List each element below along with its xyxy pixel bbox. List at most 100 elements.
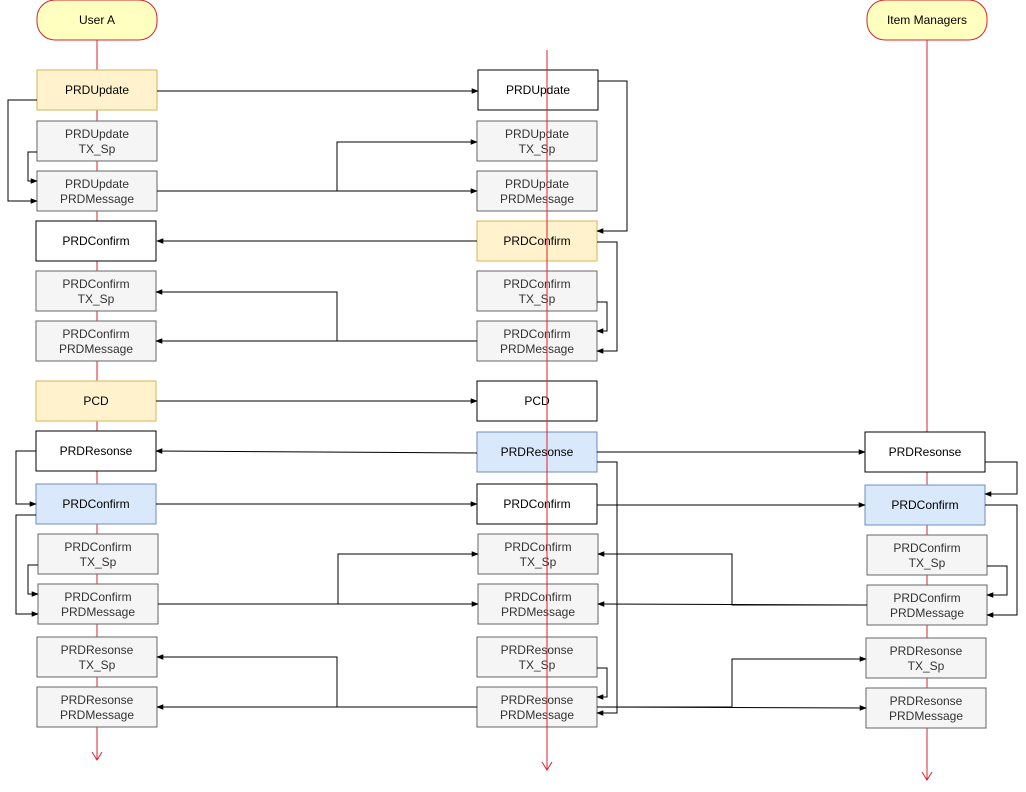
box-label: PCD	[524, 394, 550, 408]
lifeline-user-a-end-icon	[91, 751, 103, 761]
box-shape	[864, 431, 986, 473]
box-label: PRDMessage	[500, 708, 574, 722]
box-ua-prdconfirm2[interactable]: PRDConfirm	[35, 483, 157, 525]
box-label: PRDResonse	[890, 644, 963, 658]
box-ua-prdupdate[interactable]: PRDUpdate	[36, 69, 158, 111]
box-label: TX_Sp	[519, 658, 556, 672]
message-arrow-13	[155, 448, 478, 454]
box-label: PRDConfirm	[503, 497, 570, 511]
box-label: PRDUpdate	[505, 177, 569, 191]
box-shape	[35, 430, 157, 472]
box-mid-prdupdate[interactable]: PRDUpdate	[477, 69, 599, 111]
box-shape	[864, 484, 986, 526]
box-ua-pcd[interactable]: PCD	[35, 380, 157, 422]
box-shape	[866, 534, 988, 576]
box-mid-prdconfirm2[interactable]: PRDConfirm	[476, 483, 598, 525]
box-label: PRDConfirm	[503, 277, 570, 291]
actor-user-a[interactable]: User A	[36, 0, 158, 41]
message-arrow-20	[27, 564, 39, 597]
box-label: PRDConfirm	[893, 541, 960, 555]
actor-item-managers[interactable]: Item Managers	[866, 0, 988, 41]
box-label: PRDMessage	[61, 605, 135, 619]
box-label: PRDUpdate	[505, 127, 569, 141]
box-label: TX_Sp	[908, 659, 945, 673]
box-label: PRDConfirm	[503, 234, 570, 248]
box-label: PRDResonse	[890, 694, 963, 708]
message-arrow-25	[597, 551, 867, 606]
box-label: PRDResonse	[501, 445, 574, 459]
message-arrow-32	[596, 705, 867, 711]
message-arrow-19	[15, 514, 39, 617]
message-arrow-9	[596, 301, 608, 334]
box-label: PRDConfirm	[893, 591, 960, 605]
box-shape	[866, 584, 988, 626]
message-arrow-10	[155, 289, 477, 342]
box-mid-pcd[interactable]: PCD	[476, 380, 598, 422]
box-label: PRDConfirm	[62, 327, 129, 341]
box-shape	[476, 270, 598, 312]
message-arrow-30	[596, 667, 608, 700]
box-shape	[36, 120, 158, 162]
box-label: TX_Sp	[78, 292, 115, 306]
message-arrow-26	[597, 601, 868, 607]
box-label: PRDResonse	[60, 444, 133, 458]
box-label: TX_Sp	[80, 555, 117, 569]
box-label: PRDMessage	[60, 708, 134, 722]
message-boxes: PRDUpdatePRDUpdateTX_SpPRDUpdatePRDMessa…	[35, 69, 988, 729]
actor-item-managers-label: Item Managers	[887, 13, 967, 27]
box-label: PRDUpdate	[65, 177, 129, 191]
box-im-prdconfirm[interactable]: PRDConfirm	[864, 484, 986, 526]
box-label: PRDMessage	[59, 342, 133, 356]
box-label: PRDConfirm	[504, 590, 571, 604]
box-label: PRDConfirm	[504, 540, 571, 554]
box-shape	[35, 270, 157, 312]
box-label: PRDResonse	[501, 693, 574, 707]
box-label: PRDResonse	[501, 643, 574, 657]
message-arrows	[7, 80, 1018, 716]
box-shape	[476, 686, 598, 728]
box-ua-prdresonse[interactable]: PRDResonse	[35, 430, 157, 472]
box-im-prdresonse[interactable]: PRDResonse	[864, 431, 986, 473]
box-mid-prdresonse[interactable]: PRDResonse	[476, 431, 598, 473]
box-mid-prdconfirm[interactable]: PRDConfirm	[476, 220, 598, 262]
box-label: PRDMessage	[890, 606, 964, 620]
box-label: PRDConfirm	[503, 327, 570, 341]
box-label: PRDResonse	[889, 445, 962, 459]
message-arrow-16	[984, 461, 1018, 497]
lifeline-middle-end-icon	[541, 761, 553, 771]
message-arrow-8	[596, 241, 618, 354]
lifeline-item-managers-end-icon	[921, 771, 933, 781]
box-label: TX_Sp	[519, 292, 556, 306]
box-label: PRDConfirm	[891, 498, 958, 512]
box-shape	[476, 483, 598, 525]
box-label: PRDResonse	[61, 693, 134, 707]
box-label: PRDUpdate	[506, 83, 570, 97]
box-label: PRDMessage	[501, 605, 575, 619]
box-shape	[476, 431, 598, 473]
box-shape	[36, 69, 158, 111]
box-label: TX_Sp	[519, 142, 556, 156]
box-ua-prdconfirm[interactable]: PRDConfirm	[35, 220, 157, 262]
box-label: PRDConfirm	[62, 234, 129, 248]
box-shape	[35, 220, 157, 262]
